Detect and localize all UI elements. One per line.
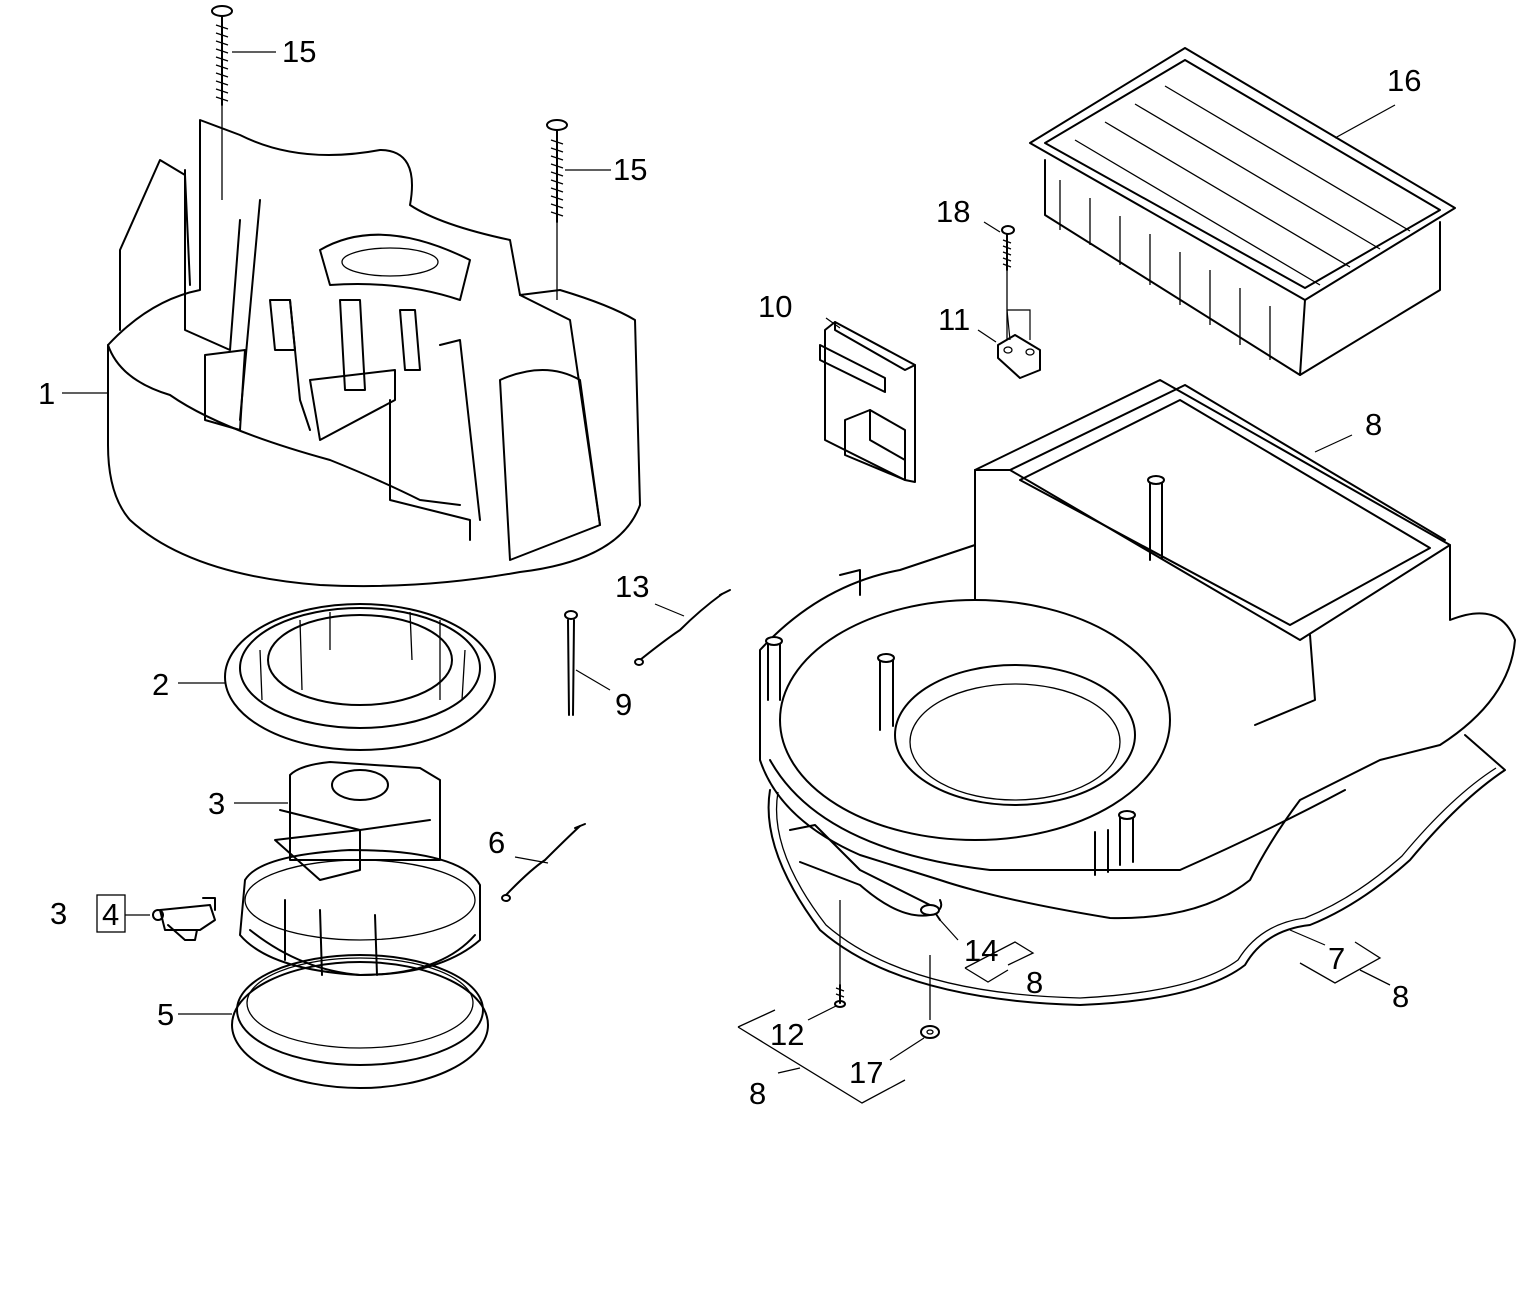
part-6-cable bbox=[501, 823, 586, 902]
callout-3-kit: 3 bbox=[50, 896, 67, 931]
callout-15-left: 15 bbox=[282, 34, 316, 69]
part-18-screw bbox=[1001, 225, 1015, 340]
part-15-screw-left bbox=[211, 5, 233, 200]
callout-13: 13 bbox=[615, 569, 649, 604]
callout-18: 18 bbox=[936, 194, 970, 229]
callout-17: 17 bbox=[849, 1055, 883, 1090]
part-3-motor bbox=[239, 761, 481, 976]
callout-1: 1 bbox=[38, 376, 55, 411]
callout-2: 2 bbox=[152, 667, 169, 702]
part-14-bracket bbox=[799, 861, 943, 917]
part-9-cable-tie bbox=[564, 610, 578, 716]
part-16-flat-filter bbox=[1029, 47, 1456, 376]
leader-lines bbox=[62, 51, 1396, 1061]
callout-15-right: 15 bbox=[613, 152, 647, 187]
part-15-screw-right bbox=[546, 119, 568, 300]
part-10-circuit-board bbox=[819, 321, 916, 483]
callout-8-gasket: 8 bbox=[1392, 979, 1409, 1014]
callout-3-motor: 3 bbox=[208, 786, 225, 821]
callout-8-bracket: 8 bbox=[1026, 965, 1043, 1000]
callout-14: 14 bbox=[964, 933, 998, 968]
part-12-screw bbox=[834, 900, 846, 1008]
callout-7: 7 bbox=[1328, 941, 1345, 976]
callout-labels: 1 2 3 3 4 5 6 7 8 8 8 8 9 10 11 12 13 14… bbox=[38, 34, 1421, 1111]
part-13-cable bbox=[634, 589, 731, 666]
kit-brackets bbox=[96, 894, 1391, 1104]
callout-9: 9 bbox=[615, 687, 632, 722]
part-7-gasket bbox=[767, 734, 1506, 1006]
part-11-clamp bbox=[997, 334, 1041, 379]
part-17-washer bbox=[920, 955, 940, 1039]
part-5-seal-ring bbox=[231, 954, 489, 1089]
callout-11: 11 bbox=[938, 302, 970, 337]
callout-8-housing: 8 bbox=[1365, 407, 1382, 442]
part-4-brush-holder bbox=[152, 897, 216, 941]
callout-12: 12 bbox=[770, 1017, 804, 1052]
callout-4: 4 bbox=[102, 897, 119, 932]
callout-16: 16 bbox=[1387, 63, 1421, 98]
callout-10: 10 bbox=[758, 289, 792, 324]
part-1-motor-cover bbox=[107, 119, 641, 588]
callout-5: 5 bbox=[157, 997, 174, 1032]
callout-8-fasteners: 8 bbox=[749, 1076, 766, 1111]
callout-6: 6 bbox=[488, 825, 505, 860]
part-8-filter-housing bbox=[759, 379, 1516, 921]
part-2-motor-ring bbox=[224, 603, 496, 751]
